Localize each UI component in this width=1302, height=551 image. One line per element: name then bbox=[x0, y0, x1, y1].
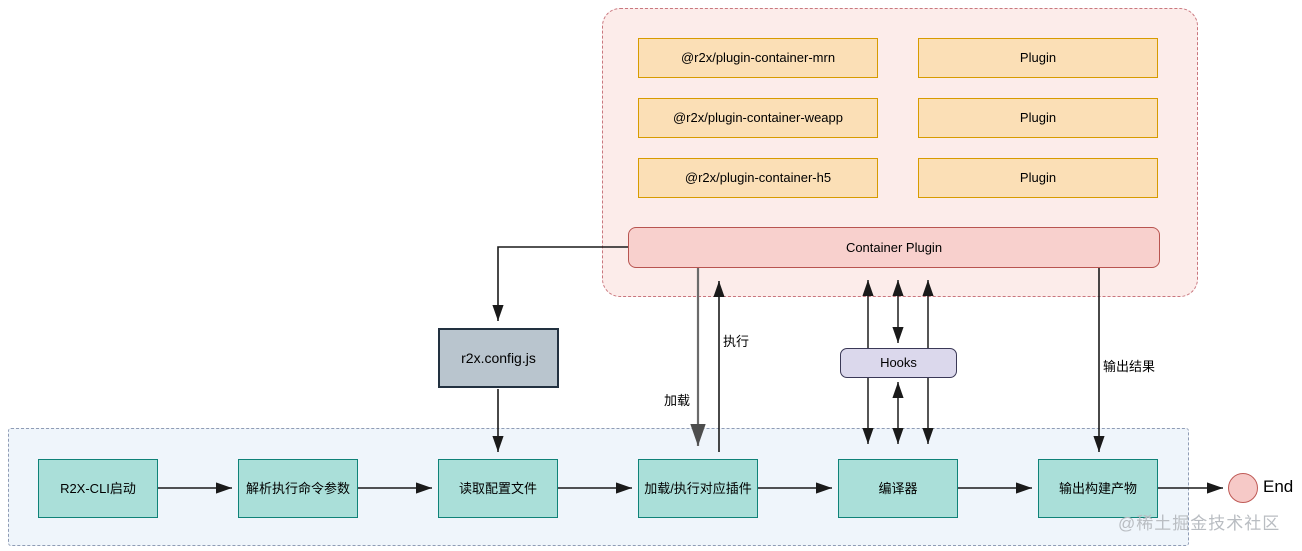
juejin-watermark: @稀土掘金技术社区 bbox=[1118, 514, 1281, 533]
plugin-box-weapp: @r2x/plugin-container-weapp bbox=[638, 98, 878, 138]
end-node-circle bbox=[1228, 473, 1258, 503]
cli-flow-group bbox=[8, 428, 1189, 546]
edge-label-load: 加载 bbox=[664, 393, 691, 408]
config-file-box: r2x.config.js bbox=[438, 328, 559, 388]
flow-step-cli-start: R2X-CLI启动 bbox=[38, 459, 158, 518]
container-plugin-box: Container Plugin bbox=[628, 227, 1160, 268]
plugin-box-generic-3: Plugin bbox=[918, 158, 1158, 198]
edge-label-output-result: 输出结果 bbox=[1103, 359, 1156, 374]
hooks-box: Hooks bbox=[840, 348, 957, 378]
flow-step-load-plugins: 加载/执行对应插件 bbox=[638, 459, 758, 518]
plugin-box-mrn: @r2x/plugin-container-mrn bbox=[638, 38, 878, 78]
edge-label-execute: 执行 bbox=[723, 334, 750, 349]
plugin-box-generic-2: Plugin bbox=[918, 98, 1158, 138]
end-node-label: End bbox=[1263, 477, 1294, 496]
flow-step-compiler: 编译器 bbox=[838, 459, 958, 518]
flow-step-parse-args: 解析执行命令参数 bbox=[238, 459, 358, 518]
plugin-box-h5: @r2x/plugin-container-h5 bbox=[638, 158, 878, 198]
flow-step-read-config: 读取配置文件 bbox=[438, 459, 558, 518]
plugin-box-generic-1: Plugin bbox=[918, 38, 1158, 78]
flow-step-output-artifact: 输出构建产物 bbox=[1038, 459, 1158, 518]
